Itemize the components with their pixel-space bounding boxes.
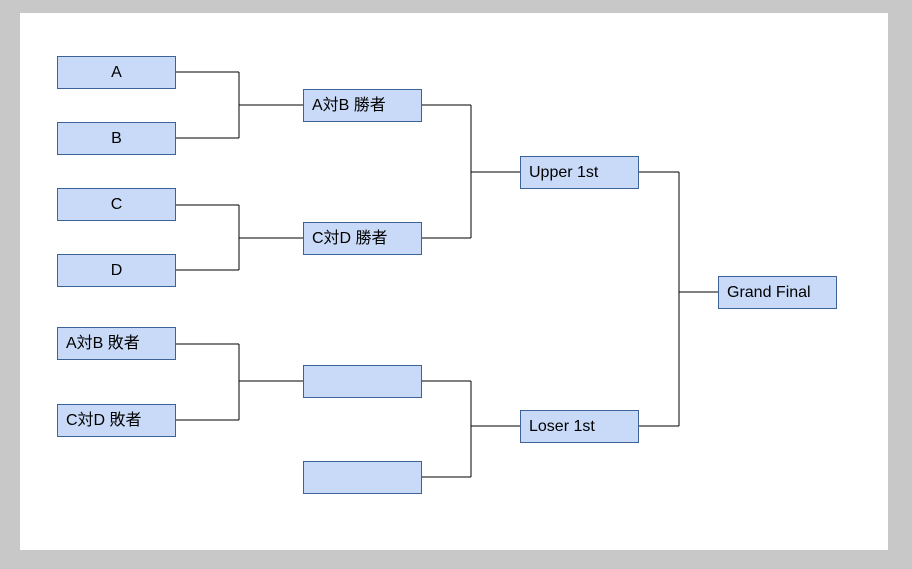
node-c: C bbox=[57, 188, 176, 221]
node-a: A bbox=[57, 56, 176, 89]
node-loser-1st: Loser 1st bbox=[520, 410, 639, 443]
node-loser-slot-1 bbox=[303, 365, 422, 398]
node-ab-loser: A対B 敗者 bbox=[57, 327, 176, 360]
node-ab-winner: A対B 勝者 bbox=[303, 89, 422, 122]
node-d: D bbox=[57, 254, 176, 287]
node-b: B bbox=[57, 122, 176, 155]
node-cd-loser: C対D 敗者 bbox=[57, 404, 176, 437]
node-grand-final: Grand Final bbox=[718, 276, 837, 309]
node-cd-winner: C対D 勝者 bbox=[303, 222, 422, 255]
node-loser-slot-2 bbox=[303, 461, 422, 494]
node-upper-1st: Upper 1st bbox=[520, 156, 639, 189]
